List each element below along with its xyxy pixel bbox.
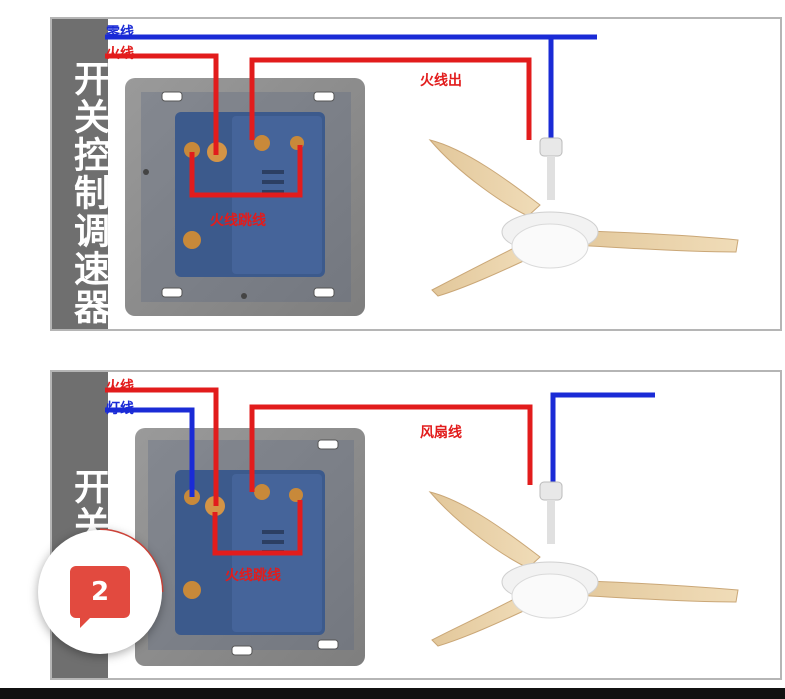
bottom-wires — [105, 387, 655, 556]
notification-badge-button[interactable]: 2 — [38, 530, 162, 654]
bottom-live-label: 火线 — [106, 379, 134, 395]
top-switch — [125, 78, 365, 316]
top-live-out-label: 火线出 — [420, 73, 462, 89]
bottom-light-label: 灯线 — [106, 401, 134, 417]
top-live-label: 火线 — [106, 46, 134, 62]
top-side-title: 开关控制调速器 — [52, 19, 109, 329]
comment-count-badge: 2 — [70, 566, 130, 628]
top-fan — [428, 137, 739, 297]
top-jumper-label: 火线跳线 — [210, 213, 266, 229]
top-neutral-label: 零线 — [106, 25, 134, 41]
comment-count: 2 — [90, 577, 110, 607]
bottom-jumper-label: 火线跳线 — [225, 568, 281, 584]
bottom-fan-label: 风扇线 — [420, 425, 462, 441]
top-wires — [105, 34, 597, 198]
bottom-bar — [0, 688, 785, 699]
bottom-fan — [428, 481, 739, 647]
